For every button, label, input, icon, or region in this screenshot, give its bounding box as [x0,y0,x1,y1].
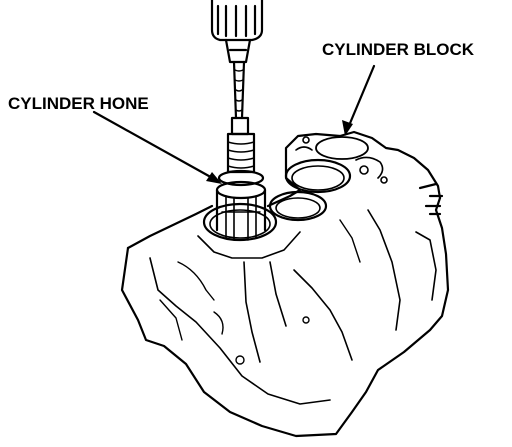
cylinder-block [120,130,450,438]
block-leader-line [346,64,376,130]
cylinder-hone [215,116,267,241]
drill-chuck [210,0,264,64]
cylinder-block-label: CYLINDER BLOCK [322,40,475,59]
hone-leader-line [92,110,218,182]
cylinder-hone-label: CYLINDER HONE [8,94,149,113]
leader-arrows [92,64,376,182]
hone-arrowhead [206,172,222,184]
hone-shaft [232,60,246,120]
block-arrowhead [342,120,353,136]
cylinder-bore [202,202,278,242]
